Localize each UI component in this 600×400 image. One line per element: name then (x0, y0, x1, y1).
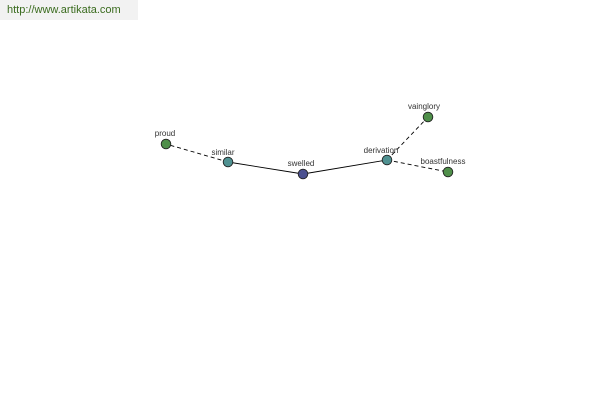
node-swelled[interactable] (297, 168, 309, 180)
edge-derivation-boastfulness (386, 159, 449, 173)
edge-swelled-derivation (302, 159, 388, 175)
node-similar[interactable] (222, 156, 234, 168)
edge-swelled-similar (227, 161, 304, 175)
node-label-boastfulness[interactable]: boastfulness (421, 157, 466, 166)
edge-derivation-vainglory (386, 116, 429, 161)
site-url-link[interactable]: http://www.artikata.com (0, 0, 138, 20)
node-label-similar[interactable]: similar (211, 148, 234, 157)
node-label-derivation[interactable]: derivation (364, 146, 399, 155)
node-label-vainglory[interactable]: vainglory (408, 102, 440, 111)
node-derivation[interactable] (381, 154, 393, 166)
node-label-swelled[interactable]: swelled (288, 159, 315, 168)
node-boastfulness[interactable] (442, 166, 454, 178)
edge-similar-proud (165, 143, 229, 163)
node-label-proud[interactable]: proud (155, 129, 175, 138)
nodes-layer (160, 111, 454, 180)
edges-layer (165, 116, 449, 175)
node-vainglory[interactable] (422, 111, 434, 123)
node-proud[interactable] (160, 138, 172, 150)
labels-layer: swelled similar derivation proud vainglory bo… (155, 102, 466, 168)
